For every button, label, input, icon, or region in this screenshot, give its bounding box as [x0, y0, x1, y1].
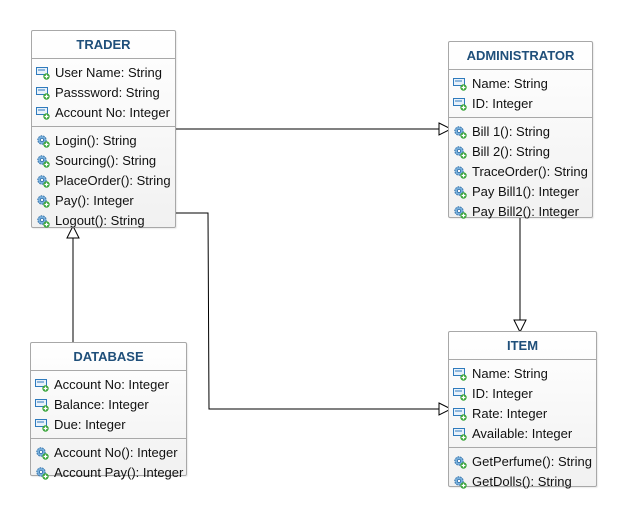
class-title: ADMINISTRATOR — [449, 42, 592, 70]
operation-label: Logout(): String — [55, 213, 145, 228]
method-gear-icon — [453, 455, 467, 469]
field-icon — [453, 367, 467, 381]
operation-label: Pay Bill1(): Integer — [472, 184, 579, 199]
attribute-label: Account No: Integer — [55, 105, 170, 120]
operation-label: Account No(): Integer — [54, 445, 178, 460]
operation-row[interactable]: Pay(): Integer — [32, 191, 175, 211]
attribute-label: Due: Integer — [54, 417, 126, 432]
method-gear-icon — [453, 475, 467, 489]
field-icon — [453, 407, 467, 421]
method-gear-icon — [453, 165, 467, 179]
operation-label: Bill 1(): String — [472, 124, 551, 139]
administrator-to-item-connector — [513, 217, 527, 334]
method-gear-icon — [36, 154, 50, 168]
attribute-row[interactable]: Account No: Integer — [31, 375, 186, 395]
operation-label: Bill 2(): String — [472, 144, 551, 159]
method-gear-icon — [35, 466, 49, 480]
operation-label: Account Pay(): Integer — [54, 465, 184, 480]
method-gear-icon — [453, 205, 467, 219]
operation-row[interactable]: Pay Bill2(): Integer — [449, 202, 592, 222]
attribute-row[interactable]: Name: String — [449, 74, 592, 94]
class-title: DATABASE — [31, 343, 186, 371]
field-icon — [453, 97, 467, 111]
attribute-row[interactable]: ID: Integer — [449, 94, 592, 114]
operation-label: Sourcing(): String — [55, 153, 157, 168]
operation-row[interactable]: Sourcing(): String — [32, 151, 175, 171]
operation-label: Login(): String — [55, 133, 137, 148]
field-icon — [453, 427, 467, 441]
attribute-label: Passsword: String — [55, 85, 160, 100]
operation-label: TraceOrder(): String — [472, 164, 588, 179]
attribute-label: ID: Integer — [472, 96, 533, 111]
method-gear-icon — [36, 174, 50, 188]
operation-label: Pay Bill2(): Integer — [472, 204, 579, 219]
attribute-row[interactable]: Balance: Integer — [31, 395, 186, 415]
operation-label: GetPerfume(): String — [472, 454, 592, 469]
attribute-row[interactable]: Passsword: String — [32, 83, 175, 103]
attribute-label: Available: Integer — [472, 426, 573, 441]
operation-row[interactable]: Account Pay(): Integer — [31, 463, 186, 483]
operation-row[interactable]: Pay Bill1(): Integer — [449, 182, 592, 202]
operation-row[interactable]: Login(): String — [32, 131, 175, 151]
field-icon — [36, 66, 50, 80]
operation-row[interactable]: GetDolls(): String — [449, 472, 596, 492]
database-to-trader-connector — [66, 224, 80, 343]
class-title: ITEM — [449, 332, 596, 360]
field-icon — [36, 86, 50, 100]
attribute-label: Rate: Integer — [472, 406, 548, 421]
attribute-label: Account No: Integer — [54, 377, 169, 392]
method-gear-icon — [453, 145, 467, 159]
attribute-label: Name: String — [472, 76, 548, 91]
method-gear-icon — [36, 194, 50, 208]
trader-to-administrator-connector — [175, 122, 453, 136]
attribute-row[interactable]: ID: Integer — [449, 384, 596, 404]
operation-label: PlaceOrder(): String — [55, 173, 171, 188]
method-gear-icon — [453, 185, 467, 199]
attribute-row[interactable]: Available: Integer — [449, 424, 596, 444]
method-gear-icon — [36, 214, 50, 228]
attribute-row[interactable]: User Name: String — [32, 63, 175, 83]
operation-row[interactable]: Logout(): String — [32, 211, 175, 231]
field-icon — [453, 387, 467, 401]
attribute-row[interactable]: Name: String — [449, 364, 596, 384]
attribute-row[interactable]: Rate: Integer — [449, 404, 596, 424]
operation-row[interactable]: TraceOrder(): String — [449, 162, 592, 182]
attribute-row[interactable]: Account No: Integer — [32, 103, 175, 123]
field-icon — [36, 106, 50, 120]
method-gear-icon — [36, 134, 50, 148]
operation-row[interactable]: GetPerfume(): String — [449, 452, 596, 472]
class-title: TRADER — [32, 31, 175, 59]
attribute-label: ID: Integer — [472, 386, 533, 401]
attribute-row[interactable]: Due: Integer — [31, 415, 186, 435]
attribute-label: Name: String — [472, 366, 548, 381]
operation-row[interactable]: Account No(): Integer — [31, 443, 186, 463]
operation-row[interactable]: Bill 1(): String — [449, 122, 592, 142]
field-icon — [453, 77, 467, 91]
operation-label: GetDolls(): String — [472, 474, 572, 489]
field-icon — [35, 398, 49, 412]
operation-row[interactable]: PlaceOrder(): String — [32, 171, 175, 191]
operation-label: Pay(): Integer — [55, 193, 134, 208]
trader-to-item-connector — [175, 212, 453, 416]
attribute-label: Balance: Integer — [54, 397, 149, 412]
attribute-label: User Name: String — [55, 65, 162, 80]
operation-row[interactable]: Bill 2(): String — [449, 142, 592, 162]
field-icon — [35, 418, 49, 432]
method-gear-icon — [453, 125, 467, 139]
field-icon — [35, 378, 49, 392]
method-gear-icon — [35, 446, 49, 460]
